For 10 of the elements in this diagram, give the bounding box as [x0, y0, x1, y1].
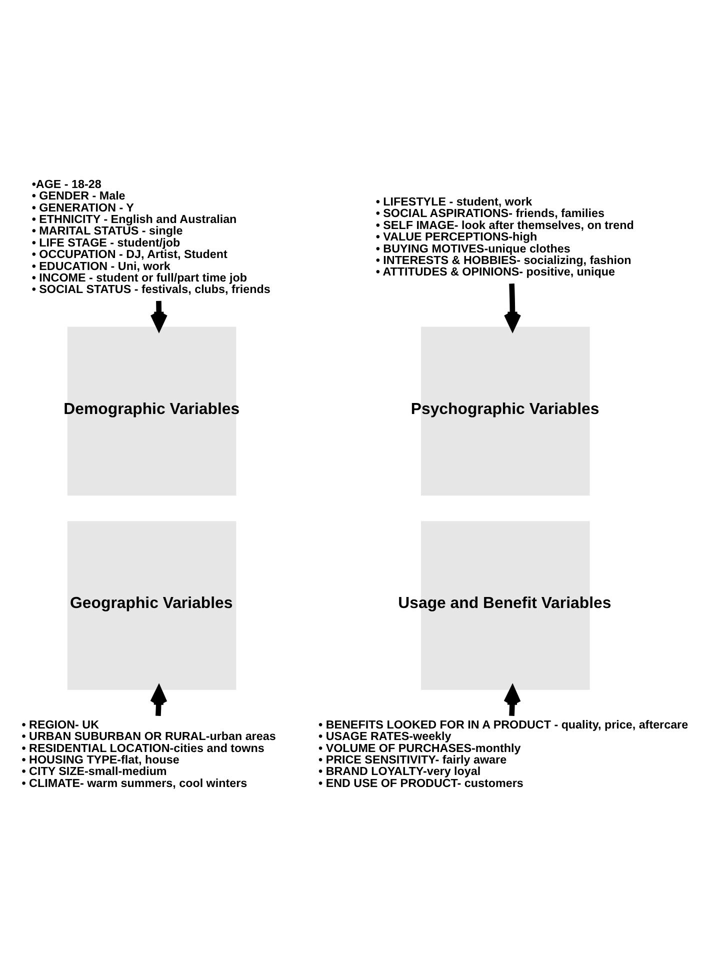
node-text: •AGE - 18-28 • GENDER - Male • GENERATION - Y • ETHNICITY - English and Australian • MARITAL STATUS - single • LIFE STAGE - student/job • OCCUPATION - DJ, Artist, Student • EDUCATION - Uni, work • INCOME - student or full/part time job • SOCIAL STATUS - festivals, clubs, friends — [31, 178, 270, 296]
arrow — [503, 686, 520, 716]
arrow — [150, 686, 167, 716]
node-text: • BENEFITS LOOKED FOR IN A PRODUCT - quality, price, aftercare • USAGE RATES-weekly • VOLUME OF PURCHASES-monthly • PRICE SENSITIVITY- fairly aware • BRAND LOYALTY-very loyal • END USE OF PRODUCT- customers — [318, 718, 688, 790]
arrow — [150, 300, 168, 330]
node-label: Usage and Benefit Variables — [398, 595, 611, 612]
arrow — [503, 284, 521, 330]
node-box: Geographic Variables — [66, 521, 236, 690]
node-text: • LIFESTYLE - student, work • SOCIAL ASPIRATIONS- friends, families • SELF IMAGE- look after themselves, on trend • VALUE PERCEPTIONS-high • BUYING MOTIVES-unique clothes • INTERESTS & HOBBIES- socializing, fashion • ATTITUDES & OPINIONS- positive, unique — [375, 196, 634, 279]
node-text: • REGION- UK • URBAN SUBURBAN OR RURAL-urban areas • RESIDENTIAL LOCATION-cities and towns • HOUSING TYPE-flat, house • CITY SIZE-small-medium • CLIMATE- warm summers, cool winters — [21, 718, 276, 790]
